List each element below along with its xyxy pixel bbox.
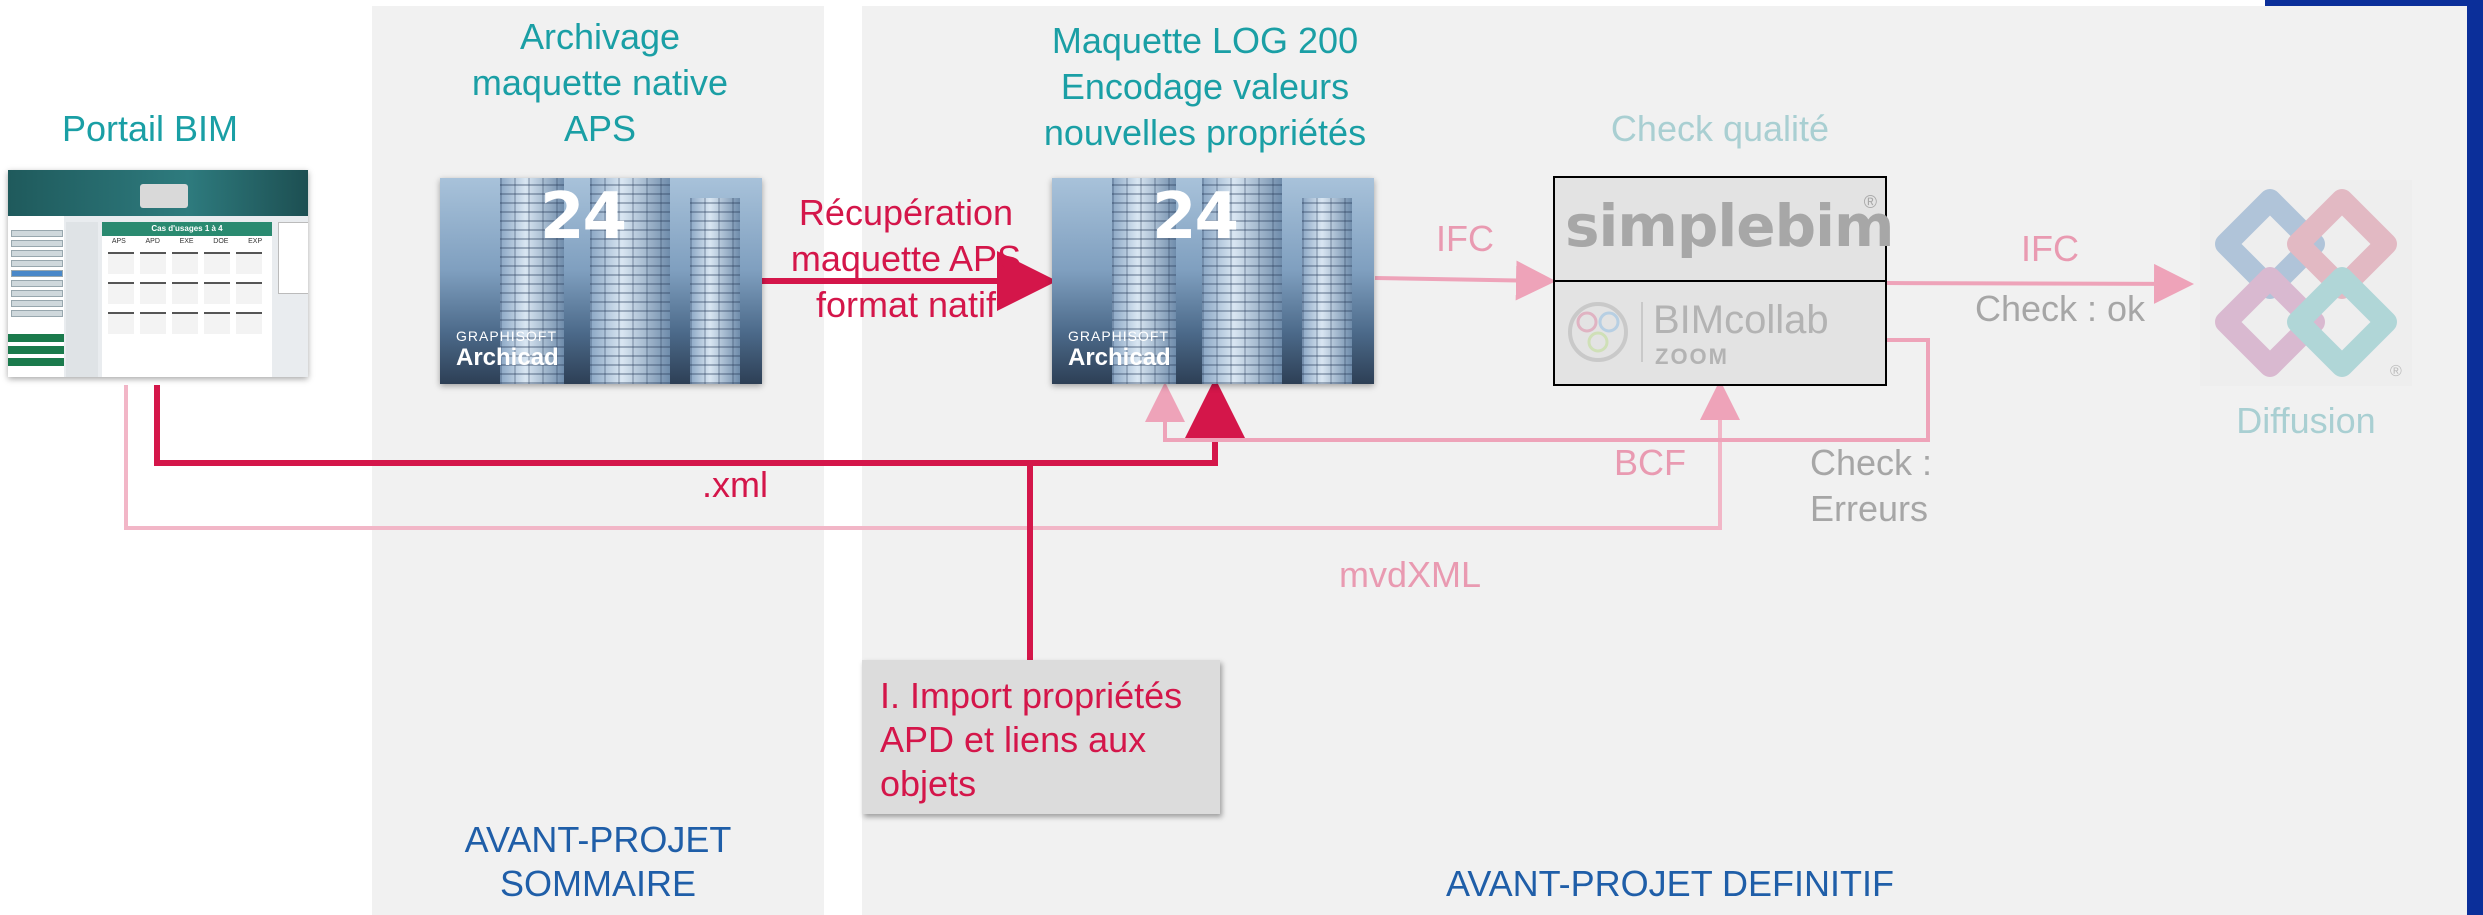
recuperation-line3: format natif <box>815 284 997 325</box>
bimcollab-icon <box>1568 302 1628 362</box>
portail-col-exp: EXP <box>248 238 263 245</box>
mvdxml-connector <box>124 380 1740 530</box>
zoom-logo: ZOOM <box>1655 344 1729 369</box>
recuperation-line1: Récupération <box>798 192 1014 233</box>
portail-sidebar <box>8 216 64 377</box>
archicad-brand-small: GRAPHISOFT <box>456 328 558 344</box>
callout-line1: I. Import propriétés <box>880 675 1183 716</box>
ifc-arrow-to-diffusion <box>1885 263 2194 304</box>
archivage-line2: maquette native <box>471 62 729 103</box>
ifc-logo-icon: ® <box>2215 189 2402 380</box>
simplebim-logo: simplebim <box>1565 192 1894 260</box>
archicad-image-apd: 24 GRAPHISOFT Archicad <box>1052 178 1374 384</box>
portail-title: Portail BIM <box>61 108 239 149</box>
check-title: Check qualité <box>1610 108 1830 149</box>
diffusion-ifc-logo: ® <box>2200 180 2412 386</box>
portail-right-panel <box>278 222 308 294</box>
archivage-line1: Archivage <box>519 16 681 57</box>
portail-table-header: Cas d'usages 1 à 4 <box>102 222 272 236</box>
maquette-line2: Encodage valeurs <box>1060 66 1350 107</box>
check-ok-label: Check : ok <box>1974 288 2146 329</box>
phase-label-aps: AVANT-PROJET SOMMAIRE <box>372 818 824 906</box>
check-errors-line2: Erreurs <box>1810 488 1929 529</box>
bimcollab-divider <box>1641 302 1643 362</box>
portail-screenshot[interactable]: Cas d'usages 1 à 4 APS APD EXE DOE EXP <box>8 170 308 377</box>
archicad-brand: GRAPHISOFT Archicad <box>456 328 559 372</box>
portail-col-doe: DOE <box>213 238 229 245</box>
check-errors-line1: Check : <box>1810 442 1933 483</box>
portail-logo <box>140 184 188 208</box>
phase-label-aps-line2: SOMMAIRE <box>499 863 696 904</box>
ifc-label-1: IFC <box>1436 218 1494 259</box>
bimcollab-box: BIMcollab ZOOM <box>1553 280 1887 386</box>
ifc-arrow-to-check <box>1374 260 1556 301</box>
recuperation-label: Récupération maquette APS format natif <box>770 190 1042 328</box>
portail-filter-column <box>66 222 98 377</box>
archivage-line3: APS <box>563 108 637 149</box>
phase-label-aps-line1: AVANT-PROJET <box>464 819 732 860</box>
portail-col-exe: EXE <box>179 238 194 245</box>
archicad-brand-2: GRAPHISOFT Archicad <box>1068 328 1171 372</box>
corner-accent-side <box>2467 0 2483 915</box>
bcf-label: BCF <box>1614 442 1686 483</box>
corner-accent <box>2265 0 2483 6</box>
archicad-version-2: 24 <box>1152 180 1239 254</box>
portail-col-apd: APD <box>145 238 160 245</box>
simplebim-registered-icon: ® <box>1863 192 1877 212</box>
maquette-line1: Maquette LOG 200 <box>1051 20 1359 61</box>
xml-label: .xml <box>702 464 768 505</box>
portail-col-aps: APS <box>111 238 126 245</box>
callout-line3: objets <box>880 763 977 804</box>
ifc-label-2: IFC <box>2021 228 2079 269</box>
svg-text:®: ® <box>2390 363 2402 380</box>
check-errors-label: Check : Erreurs <box>1810 440 1970 532</box>
portail-table-title: Cas d'usages 1 à 4 <box>151 224 223 233</box>
mvdxml-label: mvdXML <box>1338 554 1482 595</box>
portail-main-table: Cas d'usages 1 à 4 APS APD EXE DOE EXP <box>102 222 272 377</box>
xml-connector <box>154 378 1245 466</box>
bimcollab-logo: BIMcollab <box>1653 298 1829 342</box>
recuperation-line2: maquette APS <box>790 238 1022 279</box>
archicad-image-aps: 24 GRAPHISOFT Archicad <box>440 178 762 384</box>
diffusion-label: Diffusion <box>2236 400 2376 441</box>
archivage-title: Archivage maquette native APS <box>420 14 780 152</box>
import-callout: I. Import propriétés APD et liens aux ob… <box>862 660 1220 814</box>
archicad-brand-name: Archicad <box>456 344 559 371</box>
callout-line2: APD et liens aux <box>880 719 1147 760</box>
bcf-return-connector <box>1145 338 1930 442</box>
phase-label-apd: AVANT-PROJET DEFINITIF <box>1445 863 1895 904</box>
archicad-version: 24 <box>540 180 627 254</box>
maquette-title: Maquette LOG 200 Encodage valeurs nouvel… <box>1010 18 1400 156</box>
simplebim-box: simplebim ® <box>1553 176 1894 282</box>
maquette-line3: nouvelles propriétés <box>1043 112 1367 153</box>
archicad-brand-small-2: GRAPHISOFT <box>1068 328 1170 344</box>
archicad-brand-name-2: Archicad <box>1068 344 1171 371</box>
